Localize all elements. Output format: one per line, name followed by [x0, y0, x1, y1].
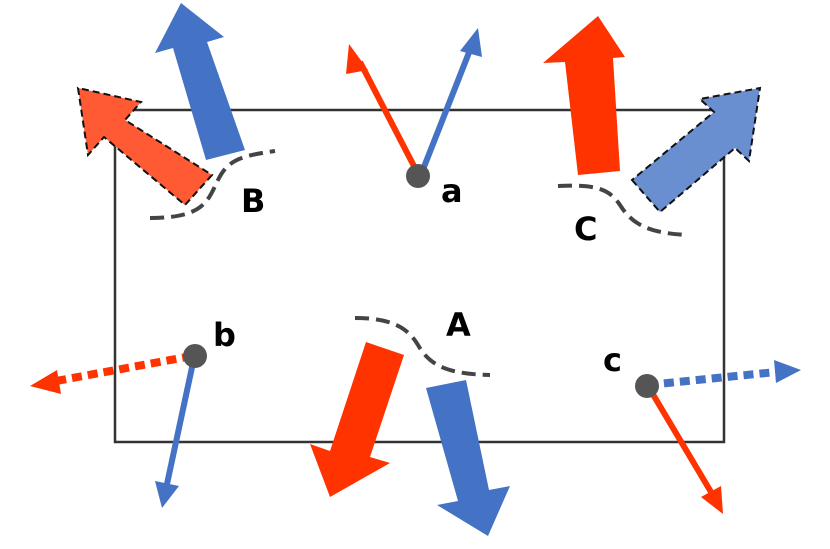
point-a-blue-vector: [419, 48, 473, 174]
region-C-dashed-curve: [557, 183, 688, 237]
region-B-red-arrow: [76, 86, 214, 207]
region-A-dashed-curve: [354, 316, 491, 377]
point-a-dot: [406, 164, 430, 188]
point-c-dot: [635, 374, 659, 398]
point-c-red-vector: [645, 384, 714, 494]
point-b-blue-arrowhead: [155, 481, 179, 508]
region-B-blue-arrow: [155, 3, 245, 160]
point-c-red-arrowhead: [701, 486, 723, 514]
region-A-blue-arrow: [426, 380, 510, 536]
point-c-label: c: [603, 341, 622, 379]
point-a-red-vector: [357, 60, 419, 172]
point-b-blue-vector: [164, 357, 197, 485]
point-b-red-dotted-vector: [55, 352, 193, 385]
frame-rectangle: [113, 108, 726, 444]
region-A-label: A: [446, 306, 471, 344]
point-b-red-arrowhead: [30, 370, 61, 394]
point-a-label: a: [441, 172, 463, 210]
point-c-blue-dotted-vector: [647, 368, 777, 389]
region-C-label: C: [574, 210, 597, 248]
region-A-red-arrow: [310, 342, 404, 497]
point-b-label: b: [213, 316, 236, 354]
point-a-red-arrowhead: [346, 44, 368, 74]
region-B-label: B: [241, 182, 265, 220]
region-C-blue-arrow: [630, 86, 762, 214]
region-B-dashed-curve: [149, 149, 276, 220]
point-c-blue-arrowhead: [774, 360, 801, 383]
point-b-dot: [183, 344, 207, 368]
region-C-red-arrow: [543, 16, 625, 175]
point-a-blue-arrowhead: [460, 28, 482, 57]
